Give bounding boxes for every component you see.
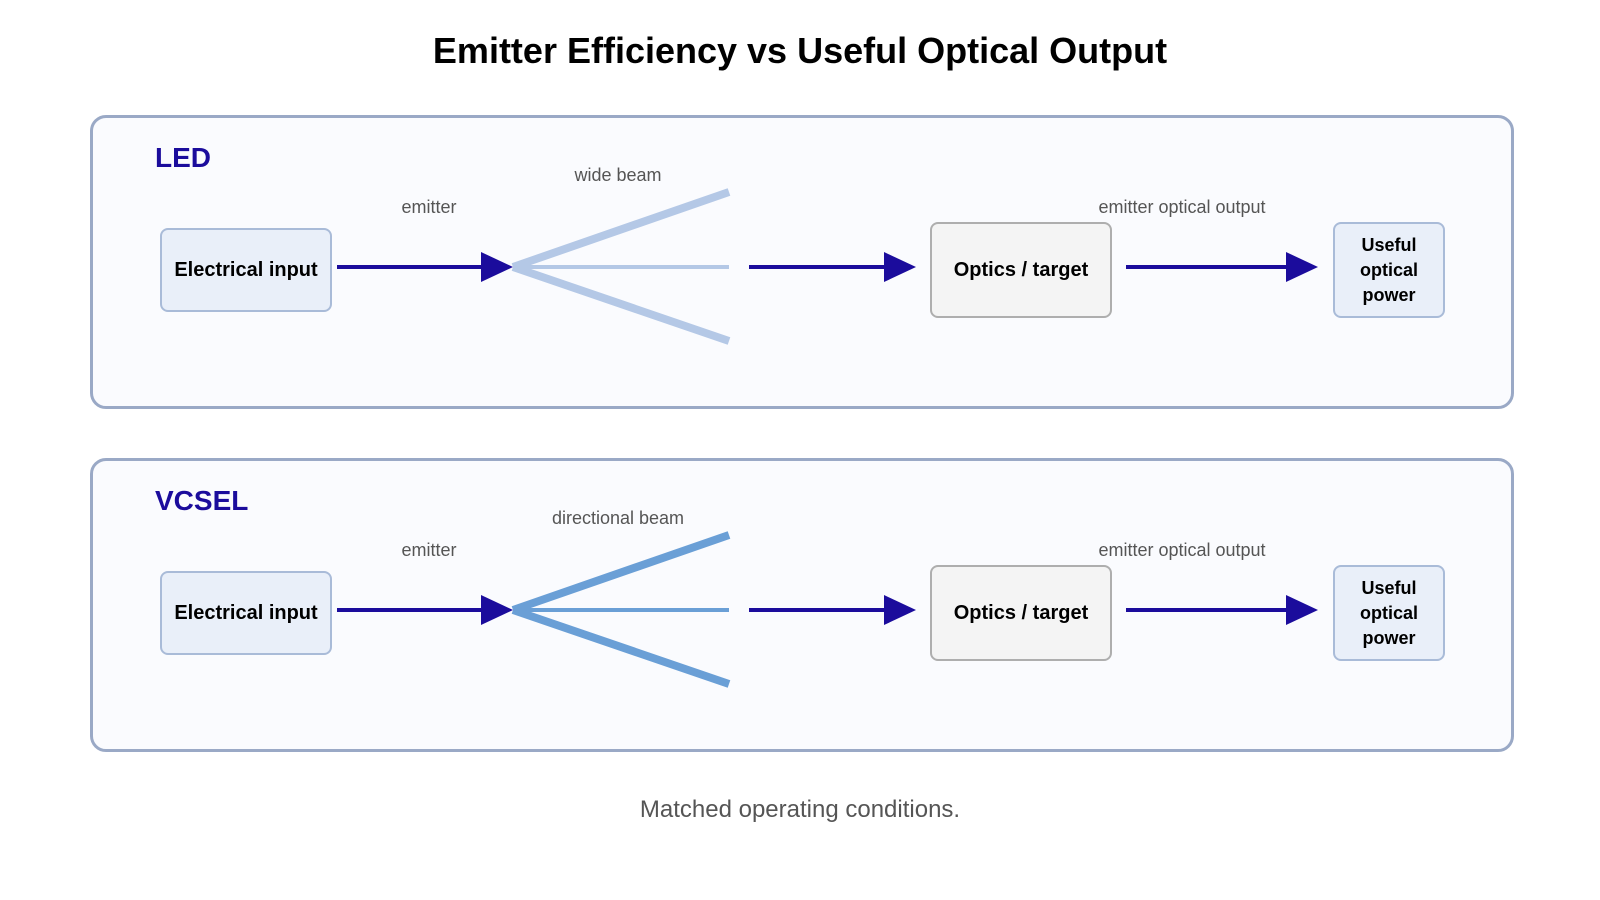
led-beam [511, 188, 731, 345]
page-title: Emitter Efficiency vs Useful Optical Out… [432, 30, 1168, 71]
vcsel-electrical-input-box: Electrical input [160, 571, 332, 655]
led-input-arrow [337, 252, 513, 282]
led-electrical-input-box: Electrical input [160, 228, 332, 312]
footer-caption: Matched operating conditions. [639, 796, 961, 823]
vcsel-beam-label: directional beam [551, 508, 685, 528]
vcsel-panel: VCSEL Electrical input emitter direction… [90, 458, 1514, 752]
led-output-arrow [1126, 252, 1318, 282]
vcsel-beam-arrow [749, 595, 916, 625]
vcsel-beam [511, 531, 731, 688]
vcsel-useful-power-box: Useful optical power [1333, 565, 1445, 661]
led-output-label: emitter optical output [1098, 197, 1266, 217]
led-beam-label: wide beam [574, 165, 662, 185]
vcsel-input-arrow [337, 595, 513, 625]
vcsel-emitter-label: emitter [401, 540, 457, 560]
led-beam-arrow [749, 252, 916, 282]
led-panel: LED Electrical input emitter wide beam O… [90, 115, 1514, 409]
vcsel-output-label: emitter optical output [1098, 540, 1266, 560]
led-useful-power-box: Useful optical power [1333, 222, 1445, 318]
led-emitter-label: emitter [401, 197, 457, 217]
vcsel-panel-title: VCSEL [155, 485, 249, 516]
vcsel-output-arrow [1126, 595, 1318, 625]
led-panel-title: LED [155, 142, 211, 173]
led-optics-target-box: Optics / target [930, 222, 1112, 318]
vcsel-optics-target-box: Optics / target [930, 565, 1112, 661]
